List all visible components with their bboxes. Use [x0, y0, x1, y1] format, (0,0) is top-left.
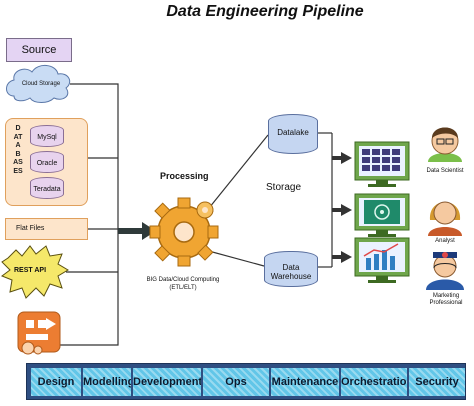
databases-panel: DATABASES MySql Oracle Teradata [5, 118, 88, 206]
to-warehouse-line [204, 249, 265, 267]
arrow-3-head [341, 251, 352, 263]
data-warehouse-label: Data Warehouse [270, 263, 312, 281]
source-label: Source [6, 38, 72, 62]
diagram-title: Data Engineering Pipeline [166, 3, 364, 20]
oracle-cylinder: Oracle [30, 151, 64, 173]
processing-engine-label: BIG Data/Cloud Computing (ETL/ELT) [146, 277, 220, 291]
datalake-label: Datalake [277, 128, 309, 137]
mysql-cylinder: MySql [30, 125, 64, 147]
cloud-storage-label: Cloud Storage [21, 81, 61, 87]
dashboard-monitor-icon [354, 141, 410, 187]
data-warehouse-cylinder: Data Warehouse [264, 251, 318, 287]
flat-files-box: Flat Files [5, 218, 88, 240]
oracle-label: Oracle [36, 160, 58, 167]
analytics-monitor-icon [354, 237, 410, 283]
data-scientist-avatar-icon [428, 127, 462, 162]
databases-vertical-label: DATABASES [13, 125, 23, 175]
to-datalake-line [204, 134, 269, 214]
stage-modelling: Modelling [81, 368, 134, 396]
stage-orchestration: Orchestration [339, 368, 413, 396]
flow-process-icon [17, 311, 61, 355]
marketing-professional-avatar-icon [426, 252, 464, 290]
cloud-storage-icon [6, 65, 71, 103]
lifecycle-stage-bar: Design Modelling Development Ops Mainten… [26, 363, 466, 400]
source-collector-line [60, 83, 119, 346]
stage-ops: Ops [201, 368, 269, 396]
rest-api-burst-icon [0, 245, 69, 299]
stage-maintenance: Maintenance [269, 368, 339, 396]
mysql-label: MySql [37, 134, 57, 141]
storage-label: Storage [266, 182, 302, 193]
data-scientist-label: Data Scientist [426, 168, 464, 174]
arrow-1-head [341, 152, 352, 164]
arrow-2-head [341, 204, 352, 216]
stage-development: Development [131, 368, 202, 396]
teradata-cylinder: Teradata [30, 177, 64, 199]
analyst-label: Analyst [435, 238, 455, 244]
teradata-label: Teradata [33, 186, 61, 193]
rest-api-label: REST API [14, 267, 47, 274]
marketing-professional-label: Marketing Professional [429, 293, 463, 306]
processing-gear-icon [149, 197, 219, 267]
ml-monitor-icon [354, 193, 410, 237]
processing-label: Processing [160, 171, 209, 181]
stage-design: Design [29, 368, 81, 396]
ingest-arrow-head [142, 222, 156, 240]
analyst-avatar-icon [428, 201, 462, 236]
stage-security: Security [407, 368, 465, 396]
datalake-cylinder: Datalake [268, 114, 318, 154]
